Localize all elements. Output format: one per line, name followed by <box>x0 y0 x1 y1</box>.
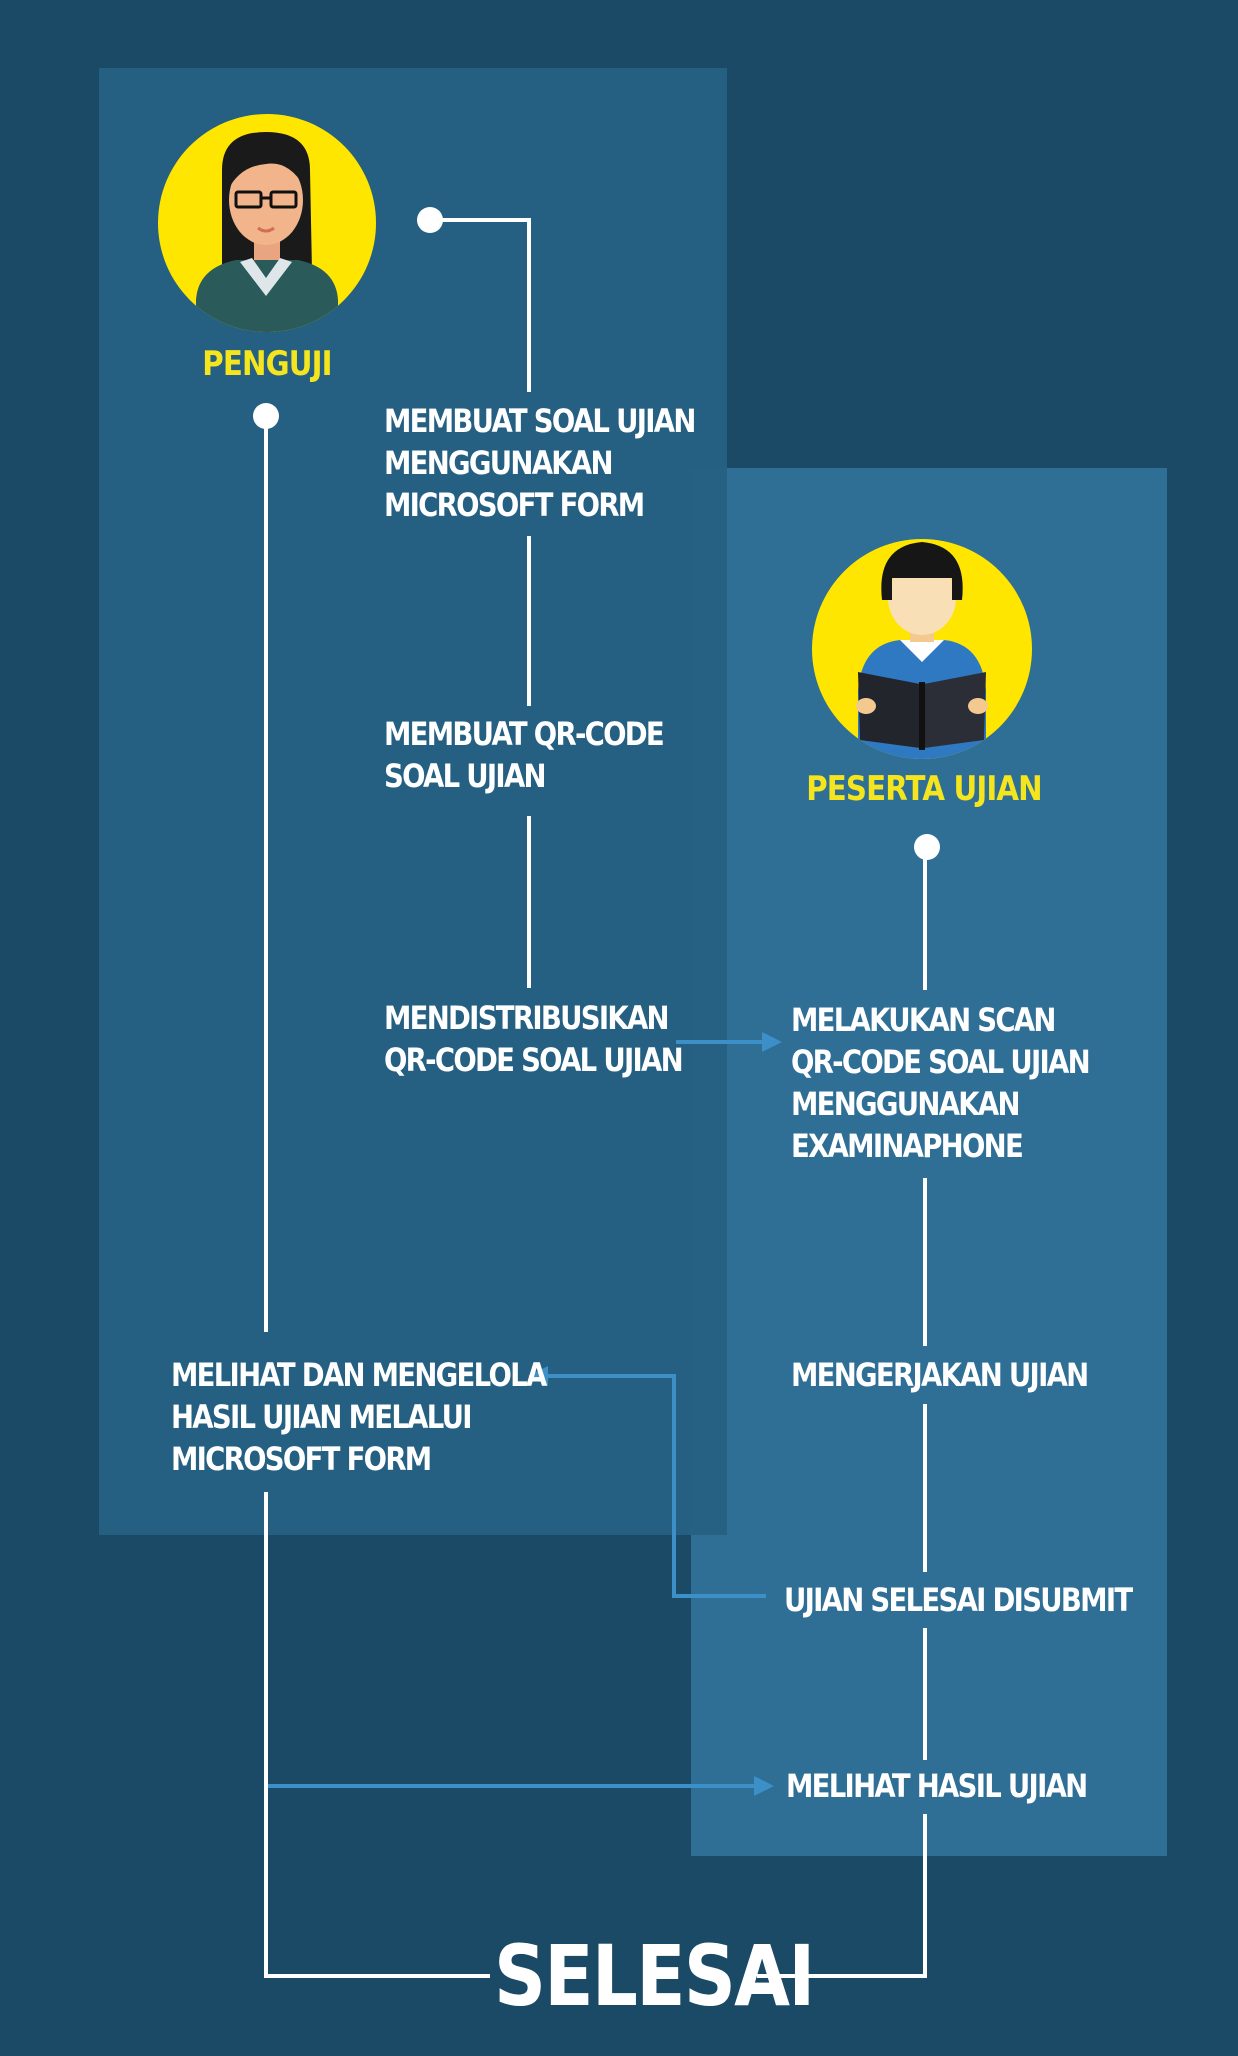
step-create-qr-line-1: MEMBUAT QR-CODE <box>384 715 665 753</box>
step-view-manage-results: MELIHAT DAN MENGELOLA HASIL UJIAN MELALU… <box>171 1354 547 1480</box>
arrow-submit-to-manage <box>528 1366 766 1598</box>
step-view-result: MELIHAT HASIL UJIAN <box>786 1765 1088 1807</box>
step-view-manage-line-3: MICROSOFT FORM <box>171 1440 432 1478</box>
teacher-avatar-icon <box>158 114 376 332</box>
finish-line-right <box>757 1814 927 1978</box>
step-create-exam-line-3: MICROSOFT FORM <box>384 486 645 524</box>
step-distribute-qr: MENDISTRIBUSIKAN QR-CODE SOAL UJIAN <box>384 997 684 1081</box>
step-do-exam: MENGERJAKAN UJIAN <box>791 1354 1089 1396</box>
step-scan-qr: MELAKUKAN SCAN QR-CODE SOAL UJIAN MENGGU… <box>791 999 1091 1167</box>
step-do-exam-line-1: MENGERJAKAN UJIAN <box>791 1356 1089 1394</box>
examiner-label: PENGUJI <box>202 344 332 384</box>
step-distribute-qr-line-1: MENDISTRIBUSIKAN <box>384 999 670 1037</box>
step-scan-qr-line-2: QR-CODE SOAL UJIAN <box>791 1043 1091 1081</box>
student-reading-avatar-icon <box>812 539 1032 759</box>
step-create-exam-line-2: MENGGUNAKAN <box>384 444 614 482</box>
examiner-step-connector <box>430 218 531 392</box>
examiner-panel <box>99 68 727 1535</box>
step-exam-submitted: UJIAN SELESAI DISUBMIT <box>784 1579 1133 1621</box>
finish-label: SELESAI <box>494 1927 815 2025</box>
participant-label: PESERTA UJIAN <box>806 769 1042 809</box>
examiner-start-dot <box>253 403 279 429</box>
step-view-manage-line-2: HASIL UJIAN MELALUI <box>171 1398 472 1436</box>
finish-line-left <box>264 1492 490 1978</box>
step-create-qr-line-2: SOAL UJIAN <box>384 757 547 795</box>
step-create-exam-line-1: MEMBUAT SOAL UJIAN <box>384 402 696 440</box>
step-create-exam: MEMBUAT SOAL UJIAN MENGGUNAKAN MICROSOFT… <box>384 400 696 526</box>
examiner-step-start-dot <box>417 207 443 233</box>
step-create-qr: MEMBUAT QR-CODE SOAL UJIAN <box>384 713 665 797</box>
step-view-manage-line-1: MELIHAT DAN MENGELOLA <box>171 1356 547 1394</box>
step-view-result-line-1: MELIHAT HASIL UJIAN <box>786 1767 1088 1805</box>
step-scan-qr-line-3: MENGGUNAKAN <box>791 1085 1021 1123</box>
step-scan-qr-line-4: EXAMINAPHONE <box>791 1127 1024 1165</box>
step-distribute-qr-line-2: QR-CODE SOAL UJIAN <box>384 1041 684 1079</box>
step-submit-line-1: UJIAN SELESAI DISUBMIT <box>784 1581 1133 1619</box>
step-scan-qr-line-1: MELAKUKAN SCAN <box>791 1001 1056 1039</box>
